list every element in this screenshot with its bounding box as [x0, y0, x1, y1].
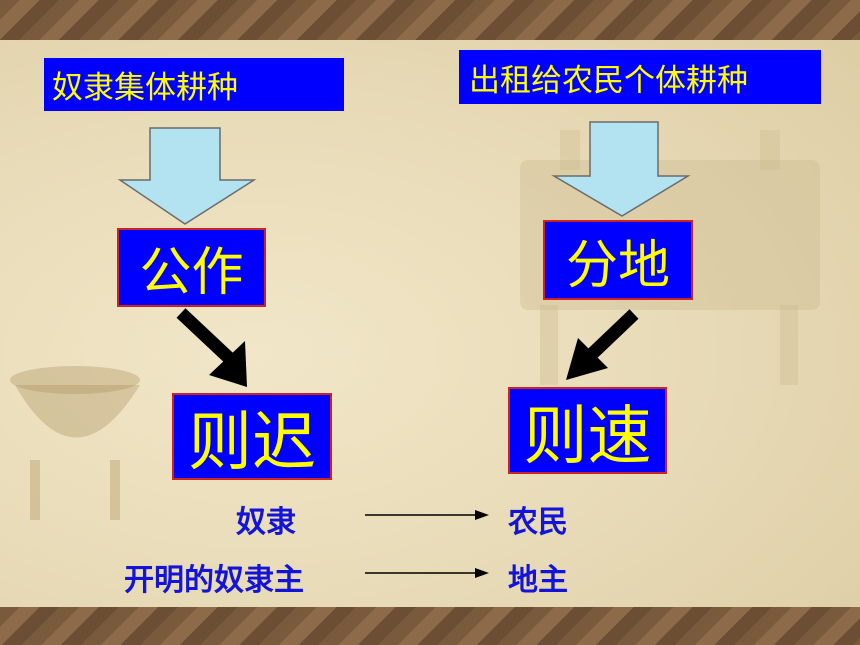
- box-rent-to-farmers: 出租给农民个体耕种: [459, 50, 821, 104]
- down-block-arrow-left: [117, 127, 257, 225]
- bronze-ding-decoration-left: [10, 366, 140, 520]
- transition-arrow-2: [365, 568, 489, 578]
- box-text: 奴隶集体耕种: [52, 70, 238, 106]
- box-fendi: 分地: [543, 220, 693, 300]
- transition-arrow-1: [365, 510, 489, 520]
- box-text: 出租给农民个体耕种: [469, 62, 748, 99]
- box-zesu: 则速: [508, 387, 667, 474]
- box-slave-collective-farming: 奴隶集体耕种: [44, 58, 344, 111]
- box-gongzuo: 公作: [117, 228, 266, 307]
- diagonal-arrow-right: [566, 309, 639, 380]
- top-border-band: [0, 0, 860, 40]
- box-text: 则速: [523, 399, 652, 474]
- caption-enlightened-slave-owner: 开明的奴隶主: [124, 563, 304, 598]
- caption-landlord: 地主: [508, 563, 568, 598]
- box-text: 公作: [139, 243, 244, 303]
- box-zechi: 则迟: [172, 393, 332, 480]
- bottom-border-band: [0, 607, 860, 645]
- caption-slave: 奴隶: [236, 505, 296, 540]
- down-block-arrow-right: [551, 121, 691, 217]
- diagonal-arrow-left: [176, 308, 247, 387]
- box-text: 则迟: [188, 405, 316, 480]
- box-text: 分地: [565, 235, 670, 296]
- caption-farmer: 农民: [508, 505, 568, 540]
